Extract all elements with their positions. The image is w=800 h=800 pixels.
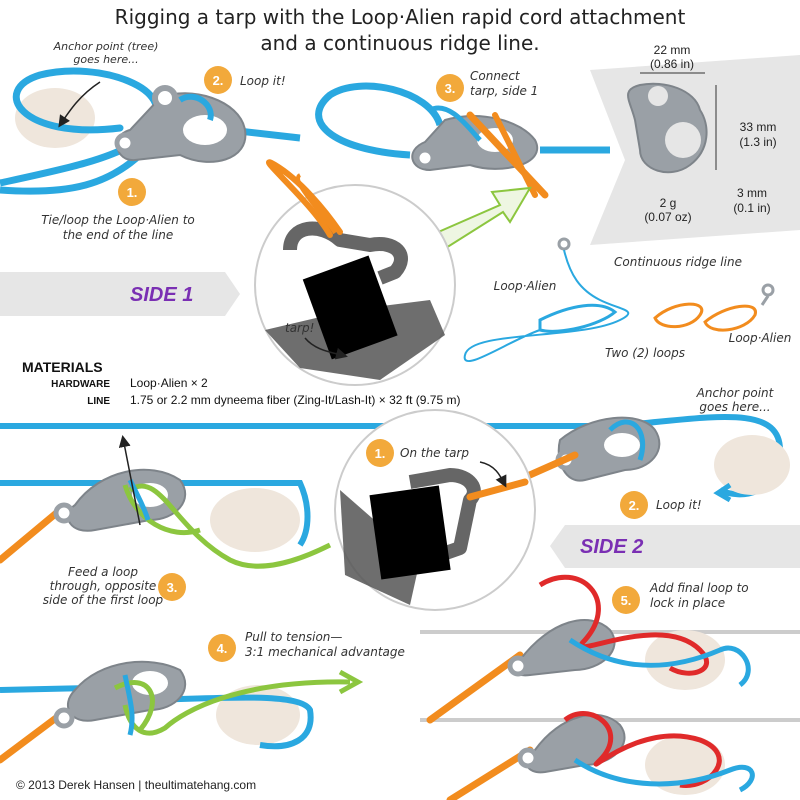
side1-step1-badge: 1. [118, 178, 146, 206]
kit-loop-alien-left: Loop·Alien [494, 279, 557, 293]
materials-hardware-value: Loop·Alien × 2 [130, 376, 208, 390]
side2-step3-text-3: side of the first loop [43, 593, 164, 607]
side1-anchor-diagram [0, 67, 301, 195]
side1-anchor-note-2: goes here... [73, 53, 138, 66]
loop-alien-hardware [114, 85, 247, 163]
side1-label-bar: SIDE 1 [0, 272, 240, 316]
side1-step1-text-2: the end of the line [63, 228, 173, 242]
side2-step4-diagram [0, 660, 364, 764]
ridge-line-coil [463, 249, 630, 362]
orange-loop-tarp [266, 159, 343, 238]
spec-weight-g: 2 g [660, 196, 677, 210]
title-line-2: and a continuous ridge line. [260, 31, 539, 55]
materials-heading: MATERIALS [22, 359, 103, 375]
spec-weight-oz: (0.07 oz) [644, 210, 691, 224]
blue-loop-connect [315, 82, 444, 159]
anchor-arrow [58, 81, 101, 128]
side2-step2-badge: 2. [620, 491, 648, 519]
side2-step5-text-2: lock in place [650, 596, 725, 610]
side2-step5-badge: 5. [612, 586, 640, 614]
side2-anchor-note-1: Anchor point [696, 386, 775, 400]
side2-label-bar: SIDE 2 [550, 525, 800, 568]
title-line-1: Rigging a tarp with the Loop·Alien rapid… [115, 5, 686, 29]
spec-width-in: (0.86 in) [650, 57, 694, 71]
side2-anchor-note-2: goes here... [699, 400, 770, 414]
orange-loop-2 [703, 304, 757, 332]
spec-thick-mm: 3 mm [737, 186, 767, 200]
materials-hardware-label: HARDWARE [51, 379, 110, 390]
side2-anchor-circle [714, 435, 790, 495]
materials-line-value: 1.75 or 2.2 mm dyneema fiber (Zing-It/La… [130, 393, 460, 407]
side2-step1-badge: 1. [366, 439, 394, 467]
side1-anchor-note-1: Anchor point (tree) [53, 40, 159, 53]
spec-height-in: (1.3 in) [739, 135, 776, 149]
side2-tarp-circle [334, 409, 536, 611]
side2-step3-text-2: through, opposite [50, 579, 157, 593]
spec-thick-in: (0.1 in) [733, 201, 770, 215]
side1-step2-badge: 2. [204, 66, 232, 94]
side2-step3-diagram [0, 435, 332, 569]
side1-step2-text: Loop it! [240, 74, 286, 88]
svg-text:3.: 3. [445, 81, 456, 96]
side2-step5-text-1: Add final loop to [649, 581, 749, 595]
side1-step3-text-2: tarp, side 1 [470, 84, 538, 98]
svg-text:1.: 1. [375, 446, 386, 461]
kit-diagram [463, 237, 775, 362]
svg-text:4.: 4. [217, 641, 228, 656]
specs-panel [590, 55, 800, 245]
side1-label: SIDE 1 [130, 284, 193, 306]
side1-step3-text-1: Connect [470, 69, 521, 83]
svg-text:2.: 2. [629, 498, 640, 513]
side2-step1-arrow [479, 461, 507, 488]
side2-step3-badge: 3. [158, 573, 186, 601]
kit-two-loops: Two (2) loops [605, 346, 685, 360]
orange-loop-line [466, 111, 549, 199]
side2-step4-text-2: 3:1 mechanical advantage [245, 645, 405, 659]
kit-loop-alien-right: Loop·Alien [729, 331, 792, 345]
anchor-tree-circle [15, 88, 95, 148]
side1-step3-badge: 3. [436, 74, 464, 102]
spec-width-mm: 22 mm [654, 43, 691, 57]
credit-text: © 2013 Derek Hansen | theultimatehang.co… [16, 778, 256, 792]
svg-text:1.: 1. [127, 185, 138, 200]
side2-step4-text-1: Pull to tension— [245, 630, 342, 644]
kit-ridge-line: Continuous ridge line [614, 255, 742, 269]
svg-text:5.: 5. [621, 593, 632, 608]
tarp-arrow [304, 337, 348, 360]
materials-line-label: LINE [87, 396, 110, 407]
side2-step3-text-1: Feed a loop [68, 565, 138, 579]
blue-wrap-line [178, 93, 214, 121]
side2-step1-text: On the tarp [400, 446, 469, 460]
tarp-label: tarp! [285, 321, 314, 335]
svg-text:2.: 2. [213, 73, 224, 88]
blue-loop-line [12, 67, 160, 134]
side2-step4-badge: 4. [208, 634, 236, 662]
svg-text:3.: 3. [167, 580, 178, 595]
side2-step2-text: Loop it! [656, 498, 702, 512]
side2-label: SIDE 2 [580, 536, 643, 558]
spec-height-mm: 33 mm [740, 120, 777, 134]
side1-connect-diagram [315, 82, 610, 199]
side2-step5-diagram [420, 574, 800, 800]
side1-tarp-circle [254, 159, 456, 386]
orange-loop-1 [653, 302, 704, 329]
side1-step1-text-1: Tie/loop the Loop·Alien to [41, 213, 195, 227]
